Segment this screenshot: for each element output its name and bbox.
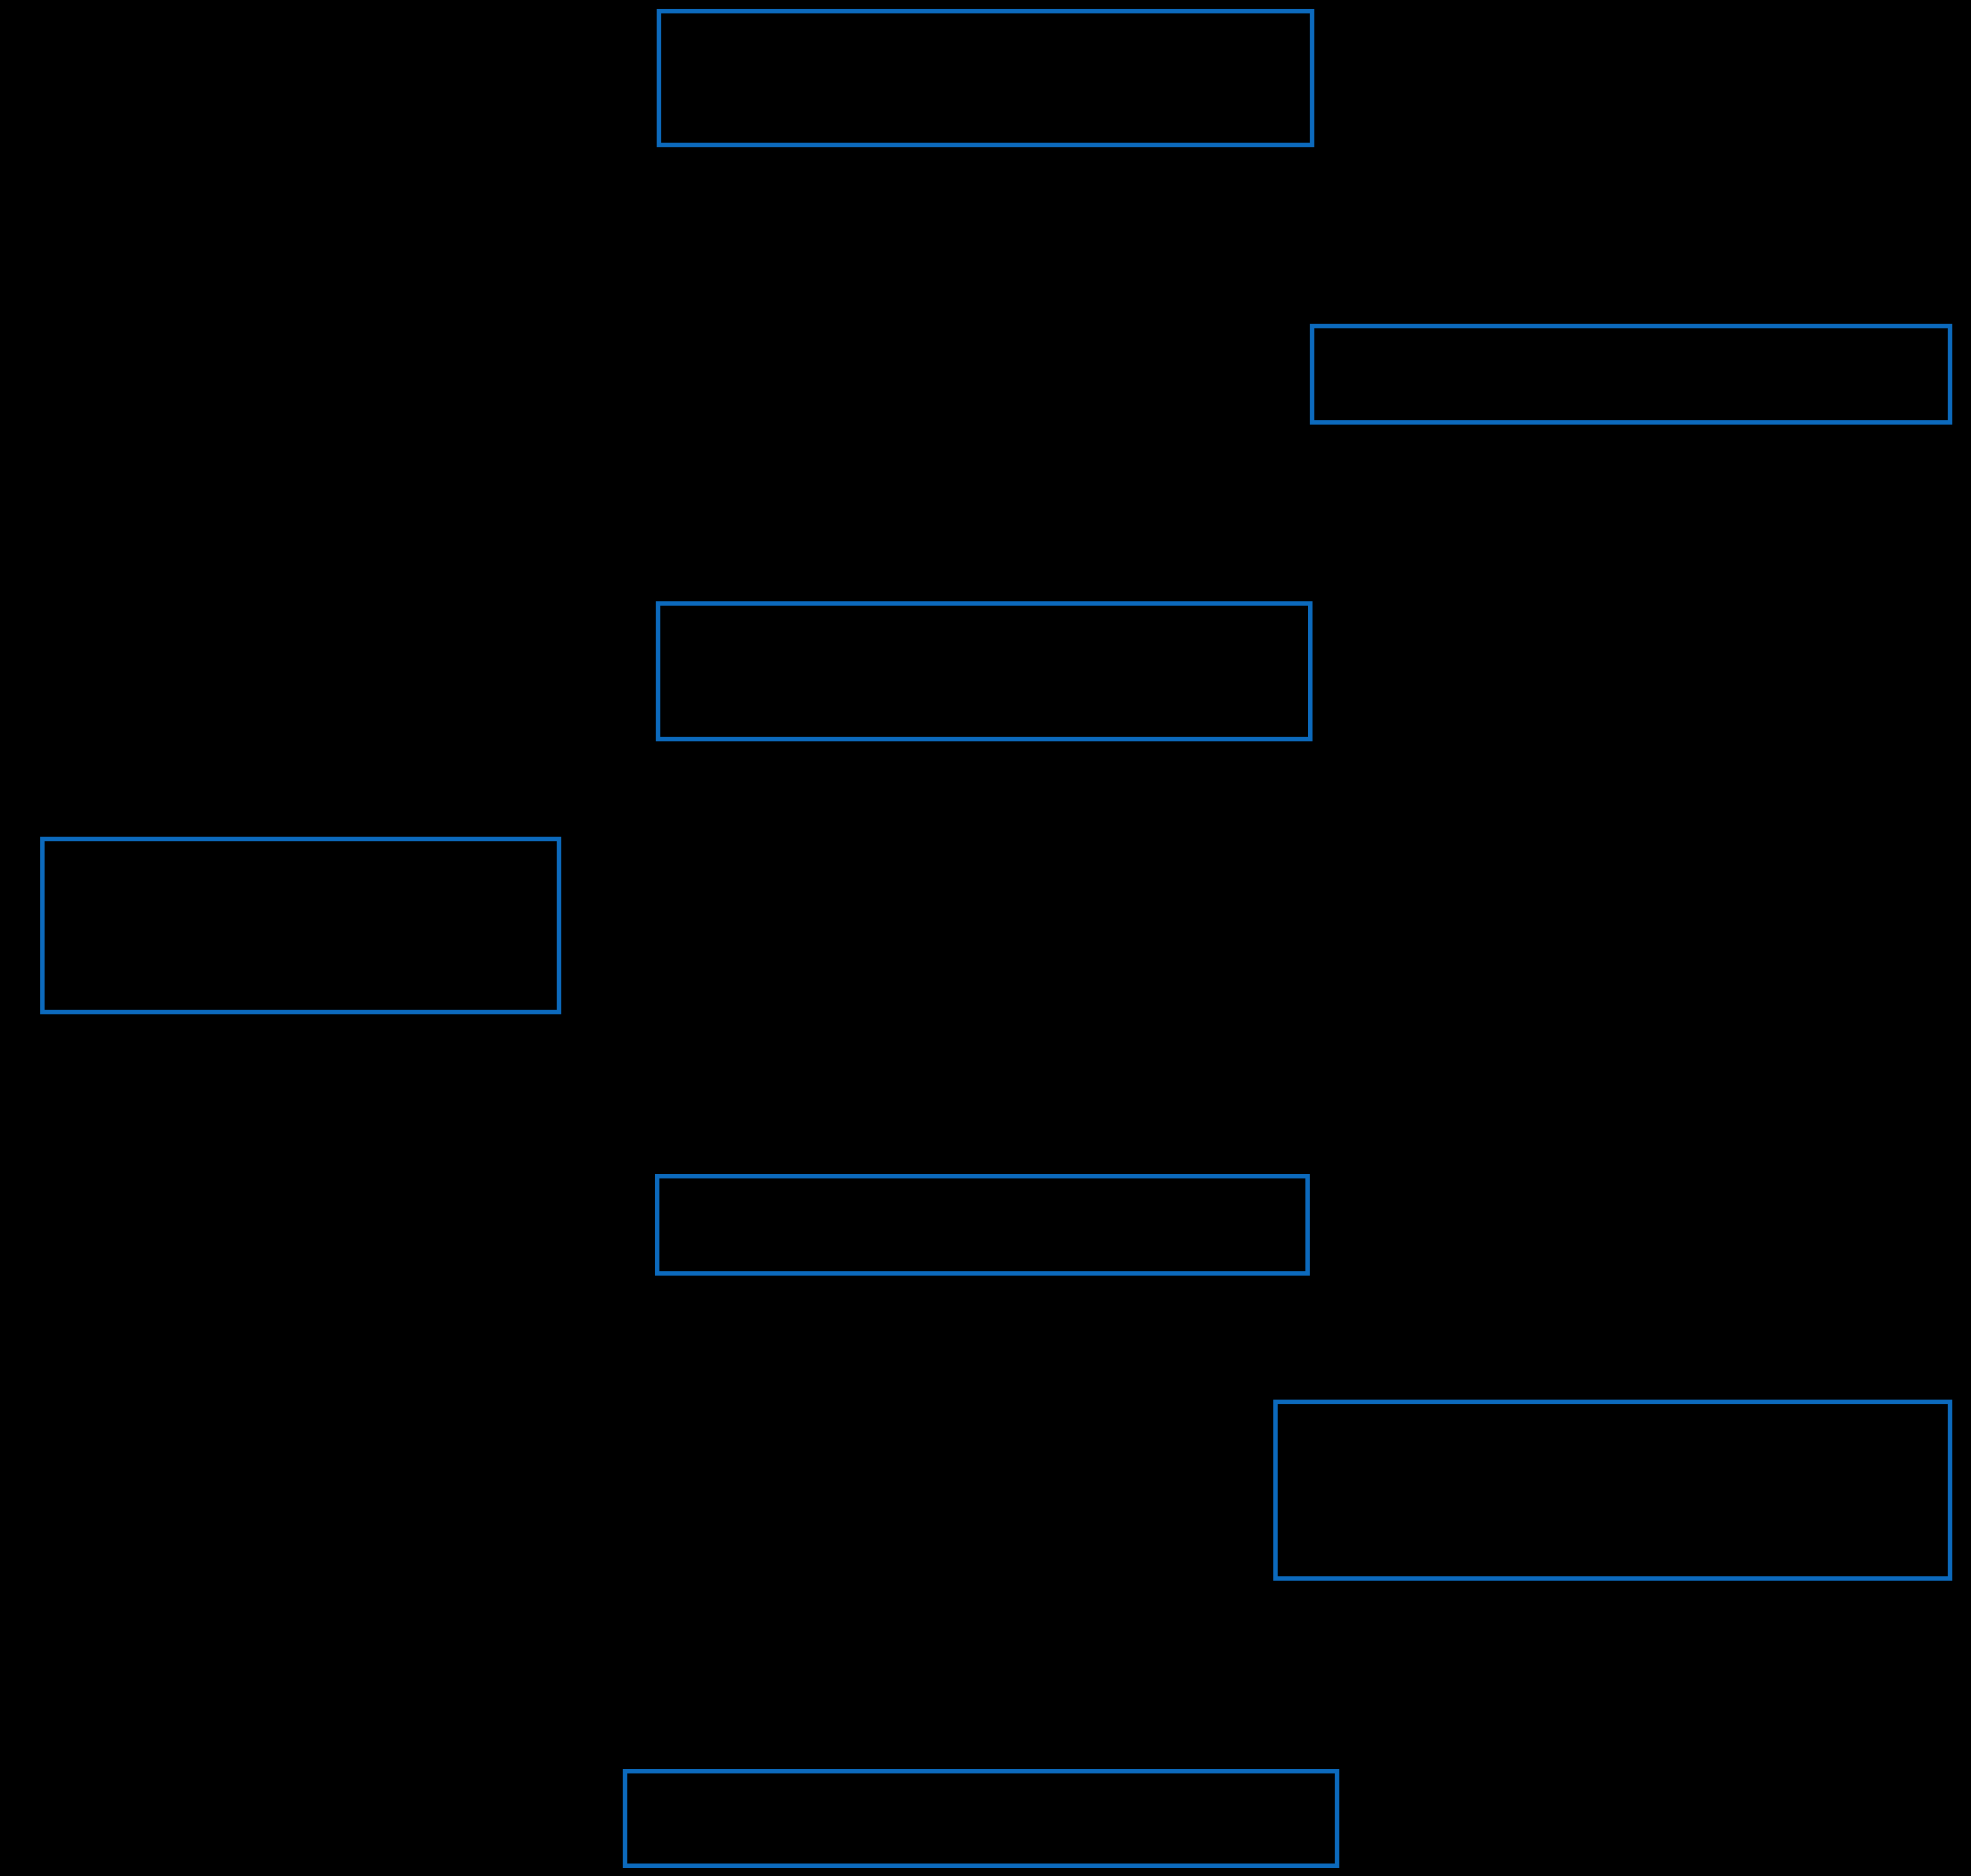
annotation-box-6 bbox=[1273, 1400, 1952, 1581]
annotation-box-1 bbox=[657, 9, 1314, 147]
annotation-box-7 bbox=[623, 1769, 1339, 1868]
annotation-box-3 bbox=[656, 601, 1313, 741]
annotation-box-4 bbox=[40, 837, 561, 1014]
annotation-box-2 bbox=[1310, 324, 1952, 425]
annotation-box-5 bbox=[655, 1174, 1310, 1276]
